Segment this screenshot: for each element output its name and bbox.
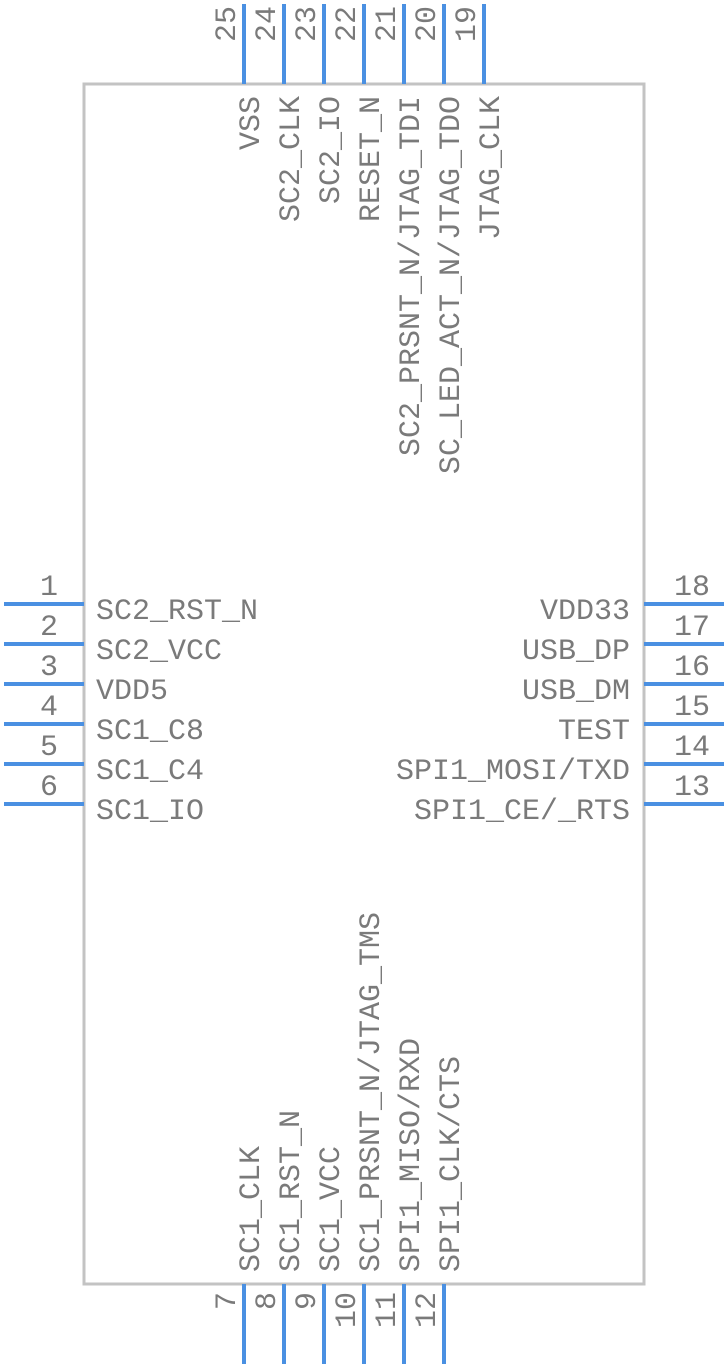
pin-label-4: SC1_C8 (96, 715, 204, 749)
pin-number-11: 11 (371, 1292, 405, 1328)
pin-label-20: SC_LED_ACT_N/JTAG_TDO (435, 96, 469, 474)
pin-label-21: SC2_PRSNT_N/JTAG_TDI (395, 96, 429, 456)
pin-number-18: 18 (674, 571, 710, 605)
pin-number-21: 21 (371, 6, 405, 42)
pin-number-24: 24 (251, 6, 285, 42)
pin-number-23: 23 (291, 6, 325, 42)
pin-label-13: SPI1_CE/_RTS (414, 795, 630, 829)
pin-number-25: 25 (211, 6, 245, 42)
pin-number-1: 1 (40, 571, 58, 605)
pin-label-7: SC1_CLK (235, 1146, 269, 1272)
pin-label-17: USB_DP (522, 635, 630, 669)
pin-number-10: 10 (331, 1292, 365, 1328)
pin-label-11: SPI1_MISO/RXD (395, 1038, 429, 1272)
pin-number-14: 14 (674, 731, 710, 765)
pin-number-2: 2 (40, 611, 58, 645)
pin-label-25: VSS (235, 96, 269, 150)
pin-label-24: SC2_CLK (275, 96, 309, 222)
pin-label-2: SC2_VCC (96, 635, 222, 669)
pin-number-22: 22 (331, 6, 365, 42)
pin-number-20: 20 (411, 6, 445, 42)
pin-label-14: SPI1_MOSI/TXD (396, 755, 630, 789)
pin-number-5: 5 (40, 731, 58, 765)
pin-label-15: TEST (558, 715, 630, 749)
pin-label-8: SC1_RST_N (275, 1110, 309, 1272)
pin-label-3: VDD5 (96, 675, 168, 709)
pin-number-15: 15 (674, 691, 710, 725)
pin-label-1: SC2_RST_N (96, 595, 258, 629)
pin-label-18: VDD33 (540, 595, 630, 629)
pin-number-19: 19 (451, 6, 485, 42)
pin-number-16: 16 (674, 651, 710, 685)
pin-number-4: 4 (40, 691, 58, 725)
pin-number-7: 7 (211, 1292, 245, 1310)
pin-label-9: SC1_VCC (315, 1146, 349, 1272)
pin-number-3: 3 (40, 651, 58, 685)
pin-number-12: 12 (411, 1292, 445, 1328)
pin-number-17: 17 (674, 611, 710, 645)
pin-label-16: USB_DM (522, 675, 630, 709)
pin-label-23: SC2_IO (315, 96, 349, 204)
pin-label-10: SC1_PRSNT_N/JTAG_TMS (355, 912, 389, 1272)
pins-layer: 1SC2_RST_N2SC2_VCC3VDD54SC1_C85SC1_C46SC… (4, 4, 724, 1364)
pin-number-8: 8 (251, 1292, 285, 1310)
pin-label-12: SPI1_CLK/CTS (435, 1056, 469, 1272)
pin-number-6: 6 (40, 771, 58, 805)
pin-number-9: 9 (291, 1292, 325, 1310)
pin-label-6: SC1_IO (96, 795, 204, 829)
pin-label-19: JTAG_CLK (475, 96, 509, 240)
pin-label-5: SC1_C4 (96, 755, 204, 789)
pin-number-13: 13 (674, 771, 710, 805)
pin-label-22: RESET_N (355, 96, 389, 222)
